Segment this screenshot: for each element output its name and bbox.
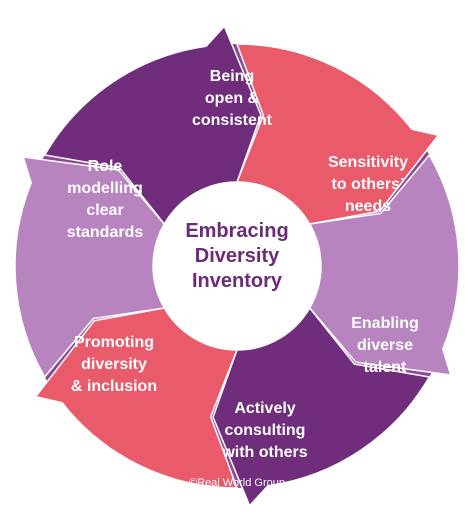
- label-being-open: Being open & consistent: [191, 68, 272, 129]
- center-hub: [153, 182, 321, 350]
- center-title: Embracing Diversity Inventory: [185, 220, 289, 292]
- label-promoting: Promoting diversity & inclusion: [70, 334, 158, 395]
- label-role-model: Role modelling clear standards: [66, 158, 144, 241]
- copyright-credit: ©Real World Group: [189, 477, 285, 489]
- label-consulting: Actively consulting with others: [222, 400, 308, 461]
- label-enabling: Enabling diverse talent: [351, 315, 419, 376]
- label-sensitivity: Sensitivity to others’ needs: [327, 154, 409, 215]
